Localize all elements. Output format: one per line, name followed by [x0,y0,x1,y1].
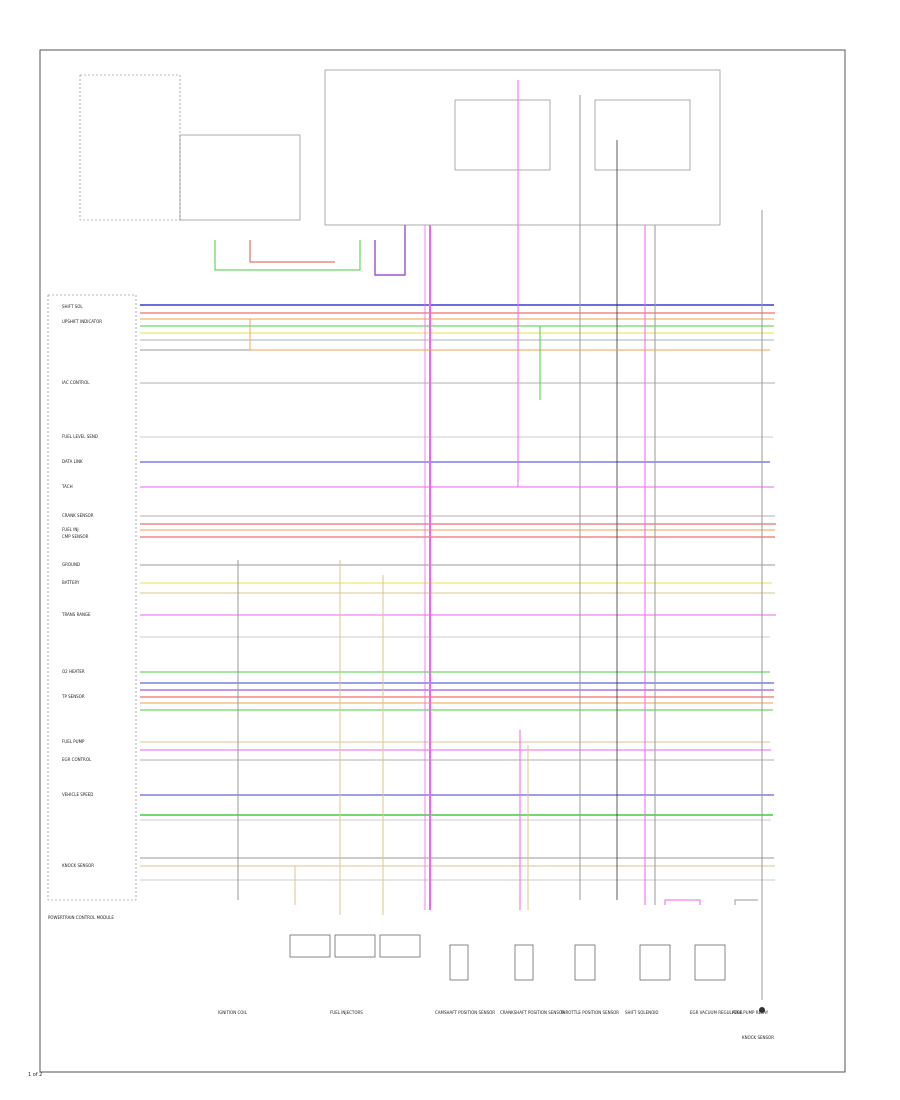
component-box [694,944,726,981]
ignition-wire [249,240,335,263]
component-box [639,944,671,981]
sensor-return-wire [249,319,770,351]
ignition-switch-box [79,74,181,221]
component-box [574,944,596,981]
ignition-wire [374,225,406,276]
component-box [449,944,469,981]
component-group [289,934,765,1013]
relay-1 [454,99,551,171]
diagram-border [39,49,846,1073]
relay-2 [594,99,691,171]
component-box [379,934,421,958]
page-code: 1 of 2 [28,1072,43,1078]
pcm-outline [47,294,137,901]
component-box [289,934,331,958]
fuel-pump-wire [734,899,758,905]
fuel-pump-wire [664,899,701,905]
component-box [334,934,376,958]
hot-fuse-block [324,69,721,226]
component-box [514,944,534,981]
ground-symbol [759,1007,765,1013]
ignition-wire [214,240,361,271]
main-relay-box [179,134,301,221]
wire-group [140,80,776,1000]
